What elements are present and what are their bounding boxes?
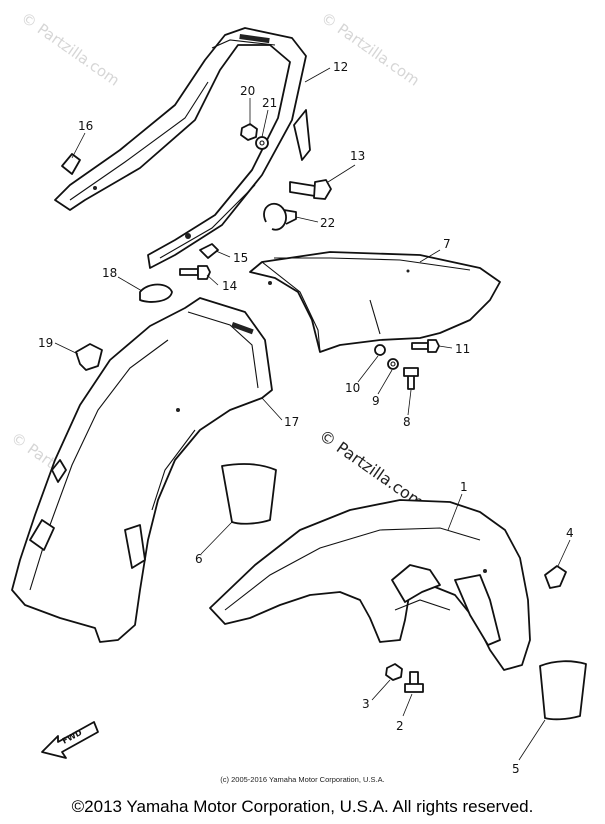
screw-14	[179, 265, 211, 280]
callout-14: 14	[222, 279, 237, 293]
callout-19: 19	[38, 336, 53, 350]
fwd-arrow: FWD	[41, 721, 99, 759]
panel-6	[221, 463, 277, 525]
callout-5: 5	[512, 762, 520, 776]
callout-21: 21	[262, 96, 277, 110]
footer-copyright: ©2013 Yamaha Motor Corporation, U.S.A. A…	[71, 797, 534, 816]
bolt-13	[289, 179, 332, 200]
leader-lines	[54, 67, 571, 761]
rear-flap	[249, 251, 501, 353]
callout-9: 9	[372, 394, 380, 408]
panel-5	[539, 660, 587, 721]
callout-3: 3	[362, 697, 370, 711]
lens-18	[139, 283, 173, 303]
callout-17: 17	[284, 415, 299, 429]
grab-rail	[54, 27, 311, 269]
callout-16: 16	[78, 119, 93, 133]
hardware-8-11	[374, 339, 440, 390]
callout-8: 8	[403, 415, 411, 429]
hardware-2-3	[385, 663, 424, 693]
diagram-copyright: (c) 2005-2016 Yamaha Motor Corporation, …	[220, 775, 385, 784]
callout-18: 18	[102, 266, 117, 280]
watermark-center: © Partzilla.com	[316, 426, 428, 512]
callout-11: 11	[455, 342, 470, 356]
bracket-16	[61, 153, 81, 175]
watermark-top-left: © Partzilla.com	[18, 9, 123, 90]
rear-fender	[11, 297, 273, 643]
callout-6: 6	[195, 552, 203, 566]
callout-20: 20	[240, 84, 255, 98]
callout-13: 13	[350, 149, 365, 163]
part-19	[75, 343, 103, 371]
callout-22: 22	[320, 216, 335, 230]
watermark-top-right: © Partzilla.com	[318, 9, 423, 90]
callout-10: 10	[345, 381, 360, 395]
callout-7: 7	[443, 237, 451, 251]
clip-15	[199, 243, 219, 259]
front-fender	[209, 499, 531, 671]
callout-15: 15	[233, 251, 248, 265]
callout-12: 12	[333, 60, 348, 74]
callout-1: 1	[460, 480, 468, 494]
reflector-4	[544, 565, 567, 589]
clamp-22	[263, 202, 297, 231]
callouts: 12 20 21 16 13 22 15 14 18 19 7 11 10 9 …	[38, 60, 574, 776]
callout-2: 2	[396, 719, 404, 733]
callout-4: 4	[566, 526, 574, 540]
